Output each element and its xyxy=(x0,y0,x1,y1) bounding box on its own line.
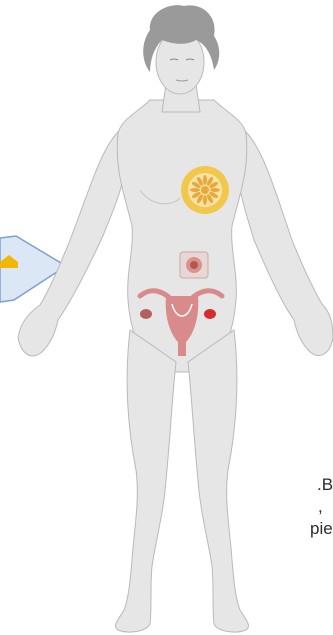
breast-lobule xyxy=(210,188,220,192)
text-fragment-2: , xyxy=(318,497,323,517)
breast-lobule xyxy=(203,175,207,185)
tissue-sample-icon xyxy=(180,252,208,278)
breast-lobule xyxy=(203,195,207,205)
breast-tissue-icon xyxy=(181,166,229,214)
breast-lobule xyxy=(190,188,200,192)
text-fragment-1: .B. xyxy=(317,475,333,495)
text-fragment-3: pie, xyxy=(310,519,333,539)
